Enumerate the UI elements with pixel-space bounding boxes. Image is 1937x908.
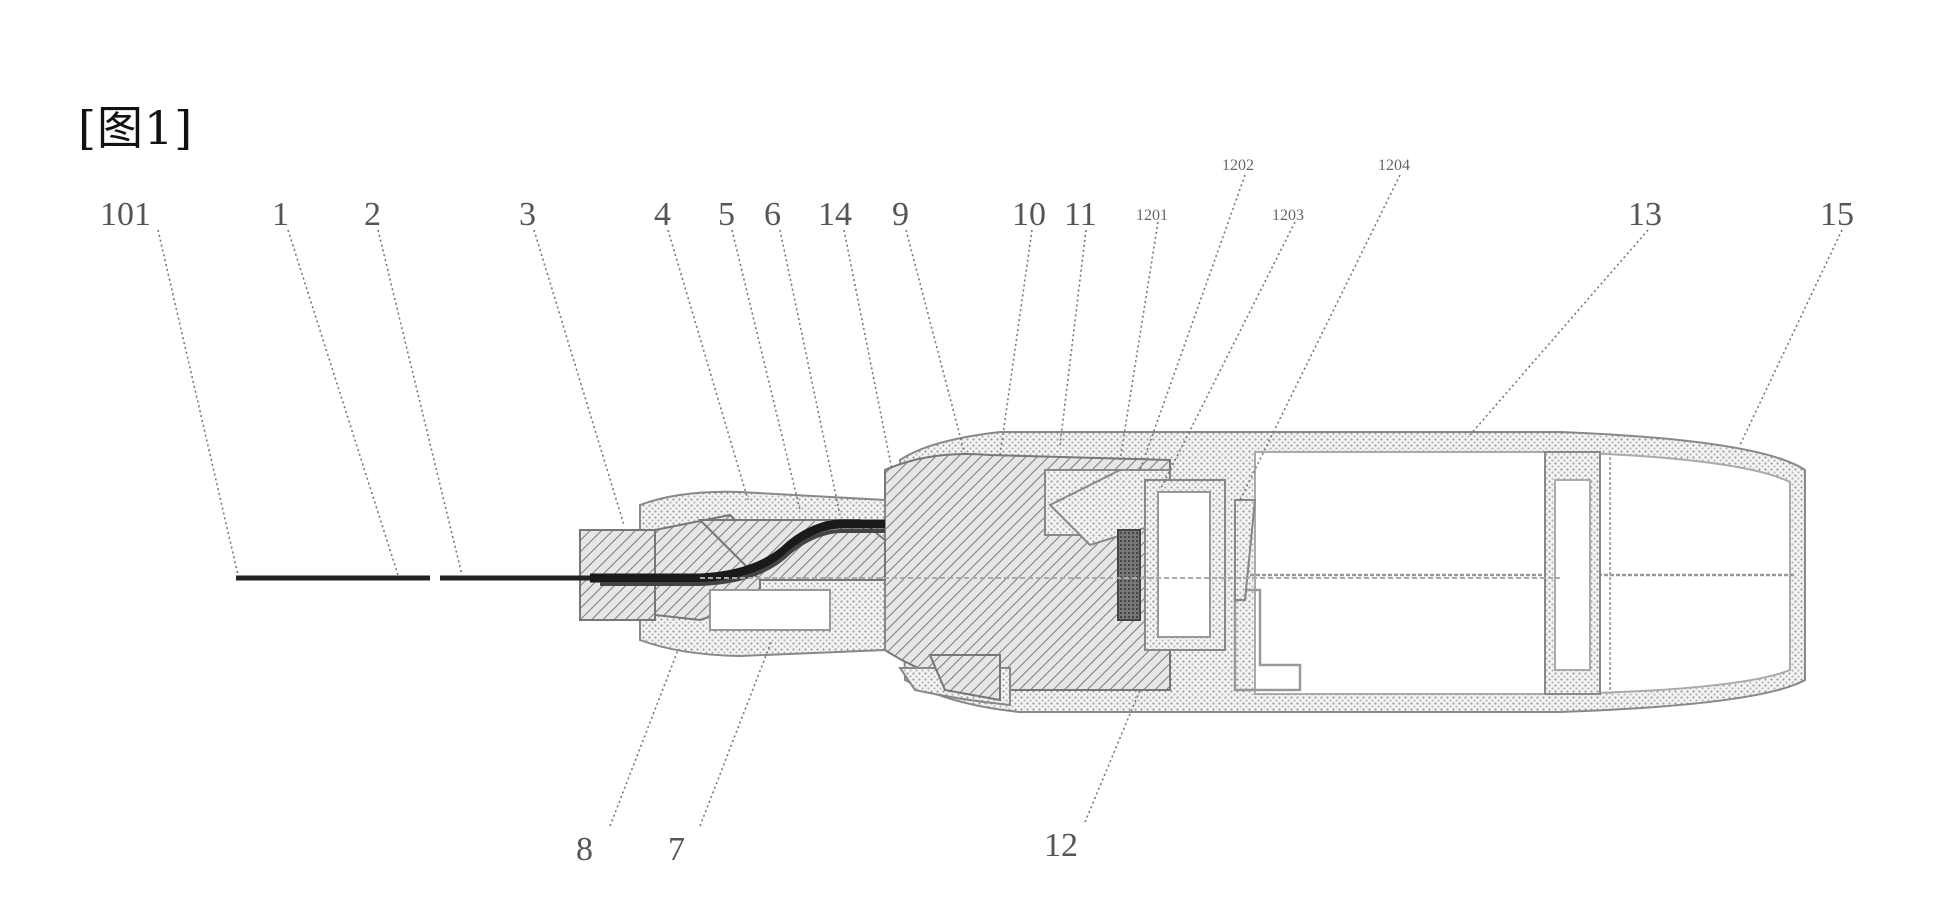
label-1201: 1201 <box>1136 207 1168 224</box>
label-101: 101 <box>100 196 151 233</box>
label-1204: 1204 <box>1378 157 1410 174</box>
label-13: 13 <box>1628 196 1662 233</box>
label-15: 15 <box>1820 196 1854 233</box>
reference-labels: 101 1 2 3 4 5 6 14 9 10 11 1201 1202 120… <box>100 157 1854 868</box>
label-10: 10 <box>1012 196 1046 233</box>
label-2: 2 <box>364 196 381 233</box>
label-14: 14 <box>818 196 852 233</box>
label-9: 9 <box>892 196 909 233</box>
label-6: 6 <box>764 196 781 233</box>
label-1203: 1203 <box>1272 207 1304 224</box>
cable <box>236 519 1560 586</box>
internal-assembly <box>884 453 1302 707</box>
label-1202: 1202 <box>1222 157 1254 174</box>
label-4: 4 <box>654 196 671 233</box>
figure-title: [图1] <box>78 101 194 155</box>
label-7: 7 <box>668 831 685 868</box>
leader-lines <box>157 174 1843 827</box>
front-connector <box>579 490 886 658</box>
label-11: 11 <box>1064 196 1097 233</box>
label-12: 12 <box>1044 827 1078 864</box>
label-8: 8 <box>576 831 593 868</box>
label-1: 1 <box>272 196 289 233</box>
label-5: 5 <box>718 196 735 233</box>
label-3: 3 <box>519 196 536 233</box>
